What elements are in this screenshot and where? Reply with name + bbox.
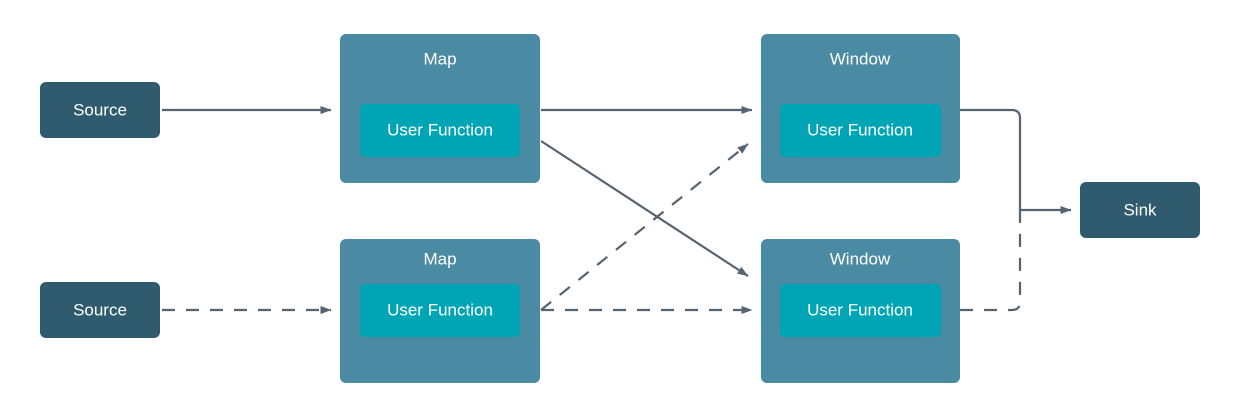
node-window-bottom[interactable]: Window User Function — [761, 239, 960, 383]
node-map-bottom[interactable]: Map User Function — [340, 239, 540, 383]
source-bottom-label: Source — [73, 300, 127, 319]
edge-window-bottom-to-sink — [960, 210, 1022, 312]
source-top-box[interactable] — [40, 82, 160, 138]
user-function-window-top-label: User Function — [807, 120, 913, 139]
user-function-map-bottom-label: User Function — [387, 300, 493, 319]
user-function-map-bottom-box[interactable] — [360, 284, 520, 337]
map-bottom-label: Map — [423, 249, 456, 268]
edge-map-bottom-to-window-top — [540, 143, 749, 311]
window-top-label: Window — [830, 49, 891, 68]
node-source-top[interactable]: Source — [40, 82, 160, 138]
source-bottom-box[interactable] — [40, 282, 160, 338]
user-function-map-top-box[interactable] — [360, 104, 520, 157]
user-function-window-bottom-box[interactable] — [780, 284, 941, 337]
source-top-label: Source — [73, 100, 127, 119]
map-top-label: Map — [423, 49, 456, 68]
node-map-top[interactable]: Map User Function — [340, 34, 540, 183]
user-function-window-bottom-label: User Function — [807, 300, 913, 319]
edge-map-top-to-window-bottom — [540, 140, 749, 277]
edge-layer — [162, 106, 1072, 314]
node-sink[interactable]: Sink — [1080, 182, 1200, 238]
node-window-top[interactable]: Window User Function — [761, 34, 960, 183]
user-function-window-top-box[interactable] — [780, 104, 941, 157]
sink-box[interactable] — [1080, 182, 1200, 238]
node-source-bottom[interactable]: Source — [40, 282, 160, 338]
window-bottom-label: Window — [830, 249, 891, 268]
user-function-map-top-label: User Function — [387, 120, 493, 139]
edge-window-top-to-sink — [960, 108, 1072, 214]
sink-label: Sink — [1123, 200, 1157, 219]
